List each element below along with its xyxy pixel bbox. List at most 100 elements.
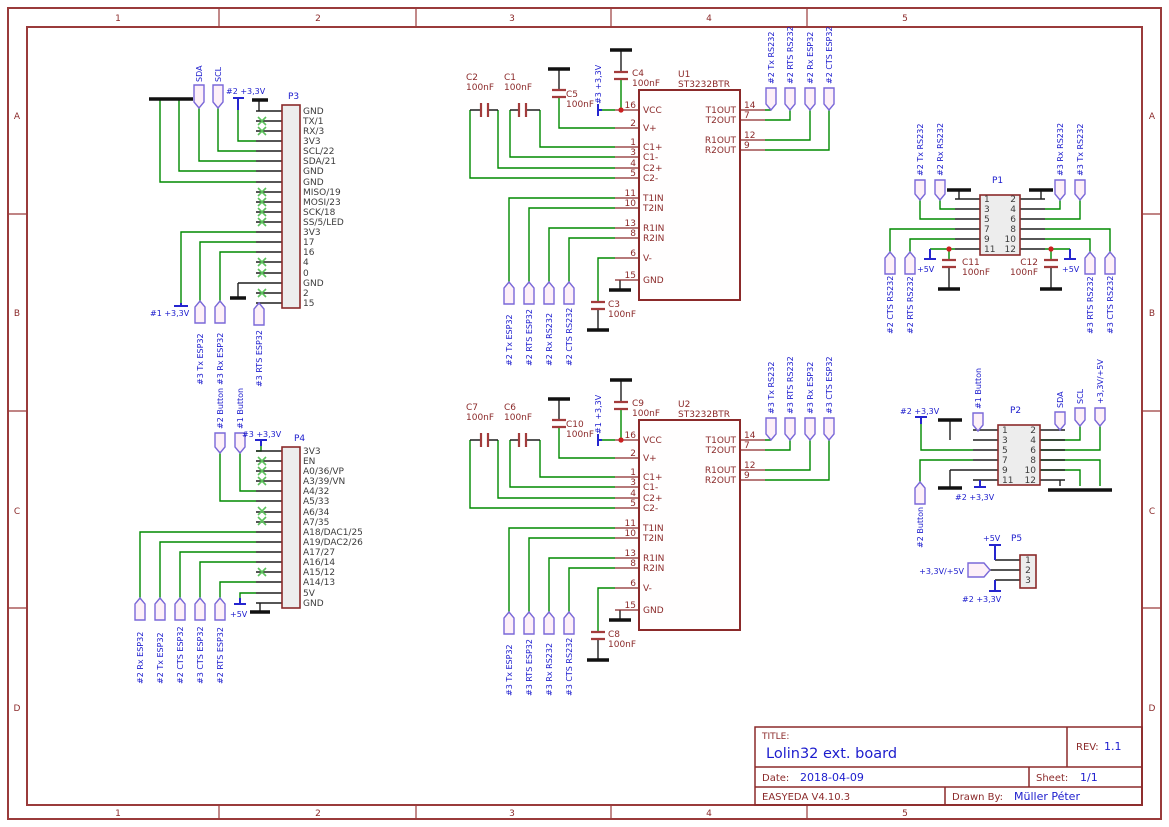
- connector-p3-body[interactable]: [281, 104, 301, 309]
- title-block-dividers: [755, 727, 1142, 805]
- net-flag-label: #2 Rx RS232: [936, 123, 945, 176]
- pin-name: T2IN: [642, 204, 664, 214]
- p4-pin-label: A3/39/VN: [303, 477, 345, 487]
- p3-pin-label: 3V3: [303, 137, 321, 147]
- net-flag-label: #3 RTS ESP32: [525, 639, 534, 696]
- p3-pin-label: TX/1: [302, 117, 323, 127]
- ic-u1-body[interactable]: [638, 89, 741, 301]
- net-flag-label: #3 RTS RS232: [786, 356, 795, 414]
- no-connect-marks: [257, 116, 267, 577]
- connector-p1: P1 1 3 5 7 9 11 2 4 6 8 10 12 #2 Tx RS23…: [886, 123, 1115, 334]
- connector-p4-body[interactable]: [281, 446, 301, 609]
- p1-pin-number: 9: [984, 235, 990, 245]
- p1-pin-number: 8: [1010, 225, 1016, 235]
- p4-pin-label: A15/12: [303, 568, 335, 578]
- pin-number: 3: [630, 148, 636, 158]
- pin-name: V-: [643, 584, 652, 594]
- net-flag-label: #2 CTS ESP32: [825, 26, 834, 84]
- pin-name: GND: [643, 606, 664, 616]
- border-col-label: 1: [115, 14, 121, 24]
- power-flag-label: +5V: [983, 534, 1001, 543]
- power-flag-label: #3 +3,3V: [242, 430, 282, 439]
- drawn-by-value: Müller Péter: [1014, 790, 1080, 803]
- p2-pin-number: 4: [1030, 436, 1036, 446]
- pin-number: 12: [744, 461, 755, 471]
- connector-p2-body[interactable]: [997, 424, 1041, 486]
- border-row-label: C: [14, 507, 20, 517]
- pin-name: C2+: [643, 494, 663, 504]
- cap-value: 100nF: [608, 640, 636, 650]
- sheet-label: Sheet:: [1036, 773, 1068, 784]
- power-flag-label: #3 +3,3V: [594, 64, 603, 104]
- net-flag-label: #2 Button: [916, 507, 925, 548]
- capacitor-plates: [479, 70, 1058, 641]
- pin-number: 4: [630, 489, 636, 499]
- pin-number: 2: [630, 119, 636, 129]
- border-row-label: D: [14, 704, 21, 714]
- net-flag-label: SDA: [1056, 391, 1065, 408]
- p3-pin-label: RX/3: [303, 127, 324, 137]
- pin-number: 15: [625, 271, 636, 281]
- title-block: TITLE: Lolin32 ext. board REV: 1.1 Date:…: [754, 726, 1143, 806]
- border-row-label: A: [14, 112, 21, 122]
- p3-pin-label: 4: [303, 258, 309, 268]
- rev-label: REV:: [1076, 742, 1099, 753]
- u2-ref: U2: [678, 400, 690, 410]
- p1-pin-number: 2: [1010, 195, 1016, 205]
- pin-name: V+: [643, 124, 657, 134]
- title-block-outline: [754, 726, 1143, 806]
- net-flag-label: SCL: [214, 66, 223, 82]
- net-flag-label: #2 Button: [216, 388, 225, 429]
- pin-name: R2OUT: [705, 476, 737, 486]
- cap-value: 100nF: [608, 310, 636, 320]
- pin-name: R2IN: [643, 564, 664, 574]
- p5-ref: P5: [1011, 534, 1022, 544]
- pin-name: C2-: [643, 174, 658, 184]
- net-flag-label: #3 Rx RS232: [1056, 123, 1065, 176]
- p1-pin-number: 3: [984, 205, 990, 215]
- net-flag-label: #2 Rx RS232: [545, 313, 554, 366]
- power-flag-label: #1 +3,3V: [594, 394, 603, 434]
- border-row-label: D: [1149, 704, 1156, 714]
- p2-pin-number: 7: [1002, 456, 1008, 466]
- net-flag-label: #3 RTS ESP32: [255, 330, 264, 387]
- power-flag-label: #1 +3,3V: [150, 309, 190, 318]
- p1-pin-number: 4: [1010, 205, 1016, 215]
- pin-name: VCC: [643, 106, 662, 116]
- pin-number: 6: [630, 579, 636, 589]
- pin-name: VCC: [643, 436, 662, 446]
- p4-pin-label: A6/34: [303, 508, 330, 518]
- connector-p1-body[interactable]: [979, 194, 1021, 256]
- pin-name: T2OUT: [705, 446, 737, 456]
- pin-number: 10: [625, 199, 637, 209]
- ic-u2-body[interactable]: [638, 419, 741, 631]
- p3-pin-label: SCK/18: [303, 208, 336, 218]
- p3-pin-label: MOSI/23: [303, 198, 341, 208]
- junction-dots: [618, 107, 1054, 443]
- p2-pin-number: 9: [1002, 466, 1008, 476]
- sheet-border: 1 2 3 4 5 1 2 3 4 5 A B C D A B C D: [7, 7, 1162, 820]
- pin-number: 13: [625, 219, 636, 229]
- net-flags[interactable]: [134, 84, 1116, 635]
- cap-value: 100nF: [504, 83, 532, 93]
- p4-pin-label: A14/13: [303, 578, 335, 588]
- p3-pin-label: 15: [303, 299, 314, 309]
- date-value: 2018-04-09: [800, 771, 864, 784]
- connector-p4: P4 3V3 EN A0/36/VP A3/39/VN A4/32 A5/33 …: [136, 388, 363, 684]
- net-flag-label: +3,3V/+5V: [919, 567, 964, 576]
- p3-pin-label: GND: [303, 167, 324, 177]
- p4-pin-label: 3V3: [303, 447, 321, 457]
- connector-p5-body[interactable]: [1019, 554, 1037, 589]
- net-flag-label: +3,3V/+5V: [1096, 359, 1105, 404]
- p1-ref: P1: [992, 176, 1003, 186]
- p2-pin-number: 11: [1002, 476, 1013, 486]
- drawn-by-label: Drawn By:: [952, 792, 1003, 803]
- pin-number: 2: [630, 449, 636, 459]
- p4-pin-label: A0/36/VP: [303, 467, 345, 477]
- ic-u2: U2 ST3232BTR 16 2 1 3 4 5 11 10 13 8 6 1…: [466, 356, 834, 696]
- u1-ref: U1: [678, 70, 690, 80]
- pin-number: 12: [744, 131, 755, 141]
- net-flag-label: #3 Rx ESP32: [806, 362, 815, 414]
- p4-pin-label: A17/27: [303, 548, 335, 558]
